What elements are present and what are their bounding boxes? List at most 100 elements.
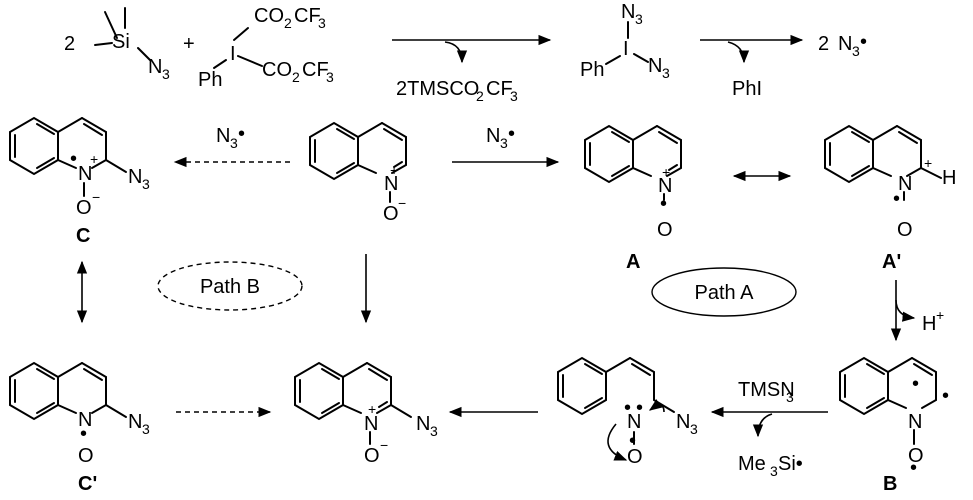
- top-reaction: 2 Si N 3 + CO 2 CF 3 I Ph CO 2 CF 3: [64, 1, 867, 104]
- n3-radical-product: N: [838, 33, 852, 55]
- compound-a-prime: [824, 124, 942, 184]
- svg-text:•: •: [629, 430, 636, 452]
- svg-text:•: •: [910, 457, 917, 479]
- svg-text:•: •: [860, 31, 867, 53]
- svg-text:3: 3: [142, 176, 150, 192]
- svg-text:O: O: [76, 197, 92, 219]
- svg-text:3: 3: [770, 463, 778, 479]
- svg-text:Path A: Path A: [695, 282, 755, 304]
- svg-text:2: 2: [292, 69, 300, 85]
- compound-b: [839, 356, 937, 416]
- label-a-prime: A': [882, 251, 901, 273]
- svg-text:O: O: [383, 203, 399, 225]
- svg-text:N: N: [648, 55, 662, 77]
- svg-text:I: I: [230, 43, 236, 65]
- tmsn3-coefficient: 2: [64, 33, 75, 55]
- arrow-to-n3-radical: [700, 34, 804, 64]
- svg-text:CO: CO: [262, 59, 292, 81]
- svg-text:H: H: [922, 313, 936, 335]
- arrow-reagents-to-phi-n3: [392, 34, 552, 64]
- svg-text:+: +: [924, 155, 932, 171]
- svg-text:3: 3: [786, 389, 794, 405]
- svg-text:•: •: [912, 373, 919, 395]
- plus-sign: +: [183, 33, 195, 55]
- svg-text:N: N: [128, 166, 142, 188]
- svg-text:TMSN: TMSN: [738, 379, 795, 401]
- label-a: A: [626, 251, 640, 273]
- svg-text:3: 3: [690, 421, 698, 437]
- tmsn3-structure: Si N 3: [94, 7, 170, 82]
- phi-n3-2-structure: N 3 I Ph N 3: [580, 1, 670, 81]
- svg-text:N: N: [364, 413, 378, 435]
- svg-text:3: 3: [326, 69, 334, 85]
- svg-text:•: •: [660, 193, 667, 215]
- svg-text:Si: Si: [112, 31, 130, 53]
- svg-text:•: •: [636, 397, 643, 419]
- svg-text:−: −: [398, 195, 406, 211]
- svg-text:3: 3: [230, 135, 238, 151]
- svg-text:N: N: [78, 163, 92, 185]
- svg-text:•: •: [508, 123, 515, 145]
- svg-text:2: 2: [284, 15, 292, 31]
- svg-text:•: •: [893, 188, 900, 210]
- electron-push-arrow-1: [607, 423, 628, 461]
- svg-text:+: +: [90, 151, 98, 167]
- intermediate-radical-adduct: [557, 356, 675, 416]
- svg-text:I: I: [623, 38, 629, 60]
- n3-radical-coef: 2: [818, 33, 829, 55]
- svg-text:O: O: [657, 219, 673, 241]
- svg-text:N: N: [908, 411, 922, 433]
- svg-text:N: N: [216, 125, 230, 147]
- label-c-prime: C': [78, 473, 97, 495]
- quinoline-n-oxide: [309, 121, 407, 181]
- svg-text:+: +: [390, 162, 398, 178]
- svg-text:CF: CF: [486, 78, 513, 100]
- svg-text:+: +: [662, 164, 670, 180]
- arrow-a-prime-to-b: H +: [890, 280, 944, 342]
- svg-text:O: O: [78, 445, 94, 467]
- svg-text:O: O: [897, 219, 913, 241]
- svg-text:N: N: [128, 411, 142, 433]
- label-c: C: [76, 225, 90, 247]
- phi-byproduct: PhI: [732, 78, 762, 100]
- svg-text:Ph: Ph: [198, 69, 222, 91]
- svg-text:2: 2: [476, 88, 484, 104]
- svg-text:3: 3: [142, 421, 150, 437]
- svg-text:O: O: [364, 445, 380, 467]
- svg-text:•: •: [942, 385, 949, 407]
- compound-c: [9, 116, 127, 176]
- svg-text:3: 3: [318, 15, 326, 31]
- byproduct-tmsco2cf3: 2TMSCO 2 CF 3: [396, 78, 518, 104]
- svg-text:Me: Me: [738, 453, 766, 475]
- svg-text:−: −: [92, 189, 100, 205]
- svg-text:+: +: [368, 401, 376, 417]
- svg-text:N: N: [627, 411, 641, 433]
- arrow-b-to-intermediate: TMSN 3 Me 3 Si•: [710, 379, 828, 479]
- svg-text:Path B: Path B: [200, 276, 260, 298]
- svg-text:3: 3: [852, 43, 860, 59]
- arrow-n3-to-a: N 3 •: [452, 123, 560, 168]
- svg-text:•: •: [624, 397, 631, 419]
- svg-text:•: •: [80, 423, 87, 445]
- svg-text:3: 3: [510, 88, 518, 104]
- compound-a: [584, 124, 682, 184]
- svg-text:CF: CF: [294, 5, 321, 27]
- svg-text:•: •: [238, 123, 245, 145]
- svg-text:3: 3: [662, 65, 670, 81]
- svg-text:N: N: [676, 411, 690, 433]
- label-b: B: [883, 473, 897, 495]
- svg-text:N: N: [658, 175, 672, 197]
- path-b-label: Path B: [157, 261, 303, 311]
- svg-text:3: 3: [430, 423, 438, 439]
- compound-c-prime: [9, 361, 127, 421]
- svg-text:O: O: [627, 446, 643, 468]
- arrow-n3-to-c: N 3 •: [173, 123, 290, 168]
- svg-text:O: O: [908, 445, 924, 467]
- svg-text:N: N: [898, 173, 912, 195]
- electron-push-arrow-2: [648, 399, 665, 413]
- svg-text:N: N: [486, 125, 500, 147]
- svg-text:CO: CO: [254, 5, 284, 27]
- svg-text:H: H: [942, 167, 956, 189]
- svg-text:N: N: [416, 413, 430, 435]
